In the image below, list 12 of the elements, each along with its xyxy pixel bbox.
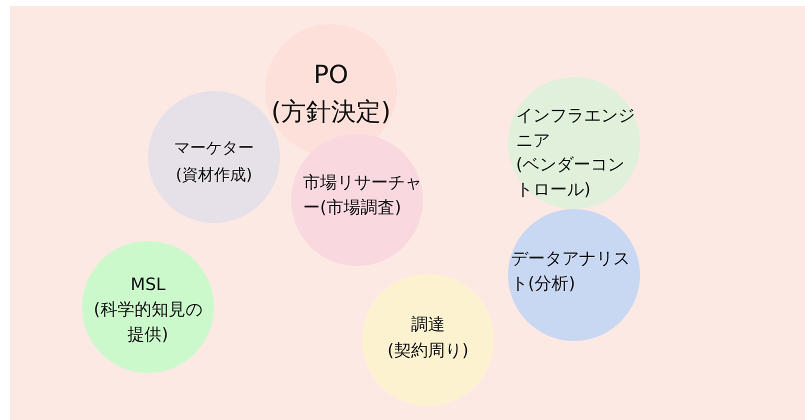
role-description: (契約周り) bbox=[386, 340, 470, 363]
role-label: データアナリスト(分析) bbox=[511, 248, 631, 296]
role-label: マーケター bbox=[173, 137, 255, 159]
role-description: (資材作成) bbox=[174, 164, 254, 186]
role-label: 市場リサーチャー(市場調査) bbox=[303, 172, 423, 220]
role-label: MSL bbox=[130, 274, 166, 297]
role-description: (ベンダーコントロール) bbox=[516, 154, 626, 202]
role-label: インフラエンジニア bbox=[516, 105, 636, 152]
role-description: (方針決定) bbox=[270, 96, 392, 128]
role-description: (科学的知見の提供) bbox=[92, 299, 204, 347]
role-label: PO bbox=[312, 59, 350, 91]
role-label: 調達 bbox=[410, 314, 446, 337]
